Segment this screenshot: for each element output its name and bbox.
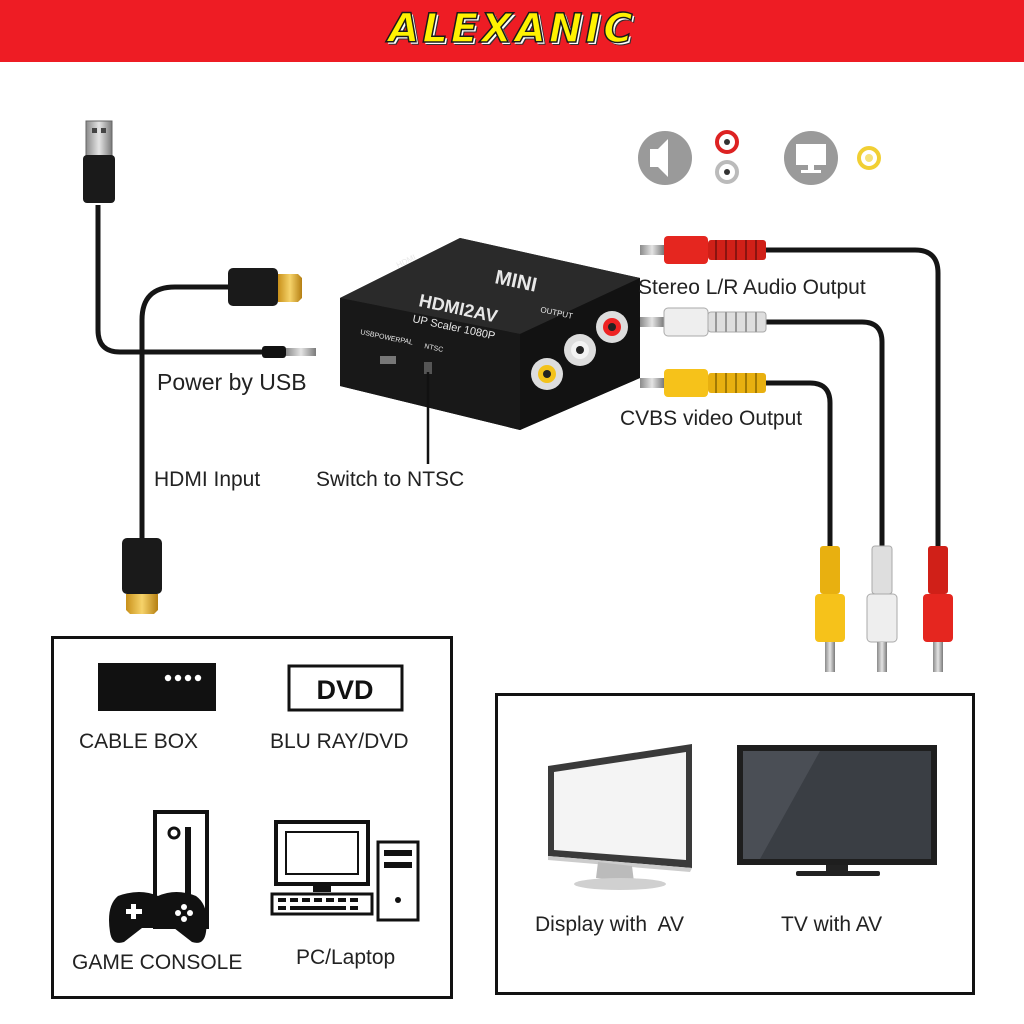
rca-plug-icon (923, 546, 953, 672)
rca-plug-icon (866, 545, 898, 672)
audio-jack-legend (715, 130, 739, 184)
hdmi-input-label: HDMI Input (154, 468, 261, 491)
blu-ray-label: BLU RAY/DVD (270, 730, 409, 753)
monitor-label: Display with AV (535, 913, 684, 936)
hdmi-plug-icon (228, 268, 302, 306)
switch-label: Switch to NTSC (316, 468, 465, 491)
tv-label: TV with AV (781, 913, 883, 936)
power-label: Power by USB (157, 369, 307, 395)
hdmi-plug-icon (122, 538, 162, 614)
hdmi2av-converter: MINI HDMI2AV UP Scaler 1080P HDMI OUTPUT… (340, 238, 640, 430)
game-console-label: GAME CONSOLE (72, 951, 243, 974)
rca-cables (765, 247, 941, 548)
usb-plug-icon (83, 120, 115, 203)
converter-port-pal: PAL (400, 337, 414, 347)
hdmi-cable (139, 284, 228, 540)
cable-box-label: CABLE BOX (79, 730, 199, 753)
audio-output-label: Stereo L/R Audio Output (638, 276, 866, 299)
brand-logo: ALEXANIC (388, 5, 636, 53)
rca-plug-icon (640, 236, 766, 264)
video-output-label: CVBS video Output (620, 407, 803, 430)
rca-plug-icon (640, 307, 767, 337)
pc-icon (270, 820, 420, 922)
monitor-display-icon (548, 744, 692, 890)
pc-label: PC/Laptop (296, 946, 396, 969)
brand-banner: ALEXANIC (0, 0, 1024, 62)
dvd-logo-text: DVD (316, 675, 373, 705)
monitor-icon (784, 131, 838, 185)
rca-plug-icon (640, 369, 766, 397)
gamepad-icon (109, 892, 207, 943)
video-jack-legend (857, 146, 881, 170)
cable-box-icon (98, 663, 216, 711)
dvd-logo-icon: DVD (287, 664, 404, 712)
tv-display-icon (737, 745, 937, 876)
usb-cable (95, 205, 316, 358)
converter-port-ntsc: NTSC (424, 343, 444, 354)
rca-plug-icon (815, 546, 845, 672)
speaker-icon (638, 131, 692, 185)
